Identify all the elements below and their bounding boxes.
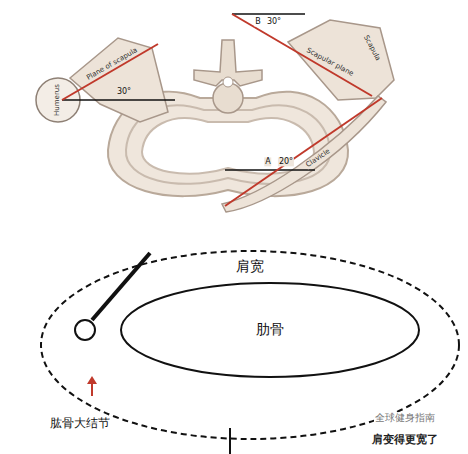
center-line	[229, 428, 231, 454]
anatomy-label: A	[264, 157, 271, 166]
anatomy-label: 20°	[278, 157, 294, 166]
annotation-text: 肩变得更宽了	[371, 434, 439, 447]
node-label: 肋骨	[256, 321, 284, 339]
ribs-ellipse: 肋骨	[120, 282, 420, 378]
clavicle-line	[225, 98, 382, 206]
annotation-text: 全球健身指南	[374, 412, 436, 424]
thoracic-cavity	[142, 118, 314, 173]
humerus-head-symbol	[75, 320, 95, 340]
anatomy-label: 30°	[266, 17, 282, 26]
scapular-plane-line	[62, 44, 158, 100]
annotation-text: 肱骨大结节	[49, 417, 111, 431]
anatomy-label: Scapula	[361, 33, 382, 63]
horizontal-reference	[232, 13, 305, 15]
ellipse-path	[41, 251, 459, 439]
node-label: 肩宽	[236, 258, 264, 276]
humerus-shaft	[92, 253, 150, 320]
right-scapula	[288, 20, 394, 100]
anatomy-label: Plane of scapula	[84, 46, 139, 83]
anatomy-label: 30°	[116, 87, 132, 96]
spinal-canal	[223, 77, 233, 87]
horizontal-reference	[225, 169, 315, 171]
anatomy-label: B	[254, 17, 262, 26]
vertebra	[194, 40, 262, 86]
red-arrow	[91, 382, 93, 396]
scapular-plane-line	[232, 14, 372, 96]
red-arrow-head	[87, 376, 97, 384]
horizontal-reference	[62, 99, 175, 101]
clavicle	[222, 96, 386, 212]
ellipse-path	[121, 283, 419, 377]
anatomy-label: Clavicle	[304, 146, 333, 169]
left-scapula	[70, 38, 168, 122]
anatomy-label: Scapular plane	[304, 46, 356, 79]
anatomy-label: Humerus	[53, 83, 61, 117]
